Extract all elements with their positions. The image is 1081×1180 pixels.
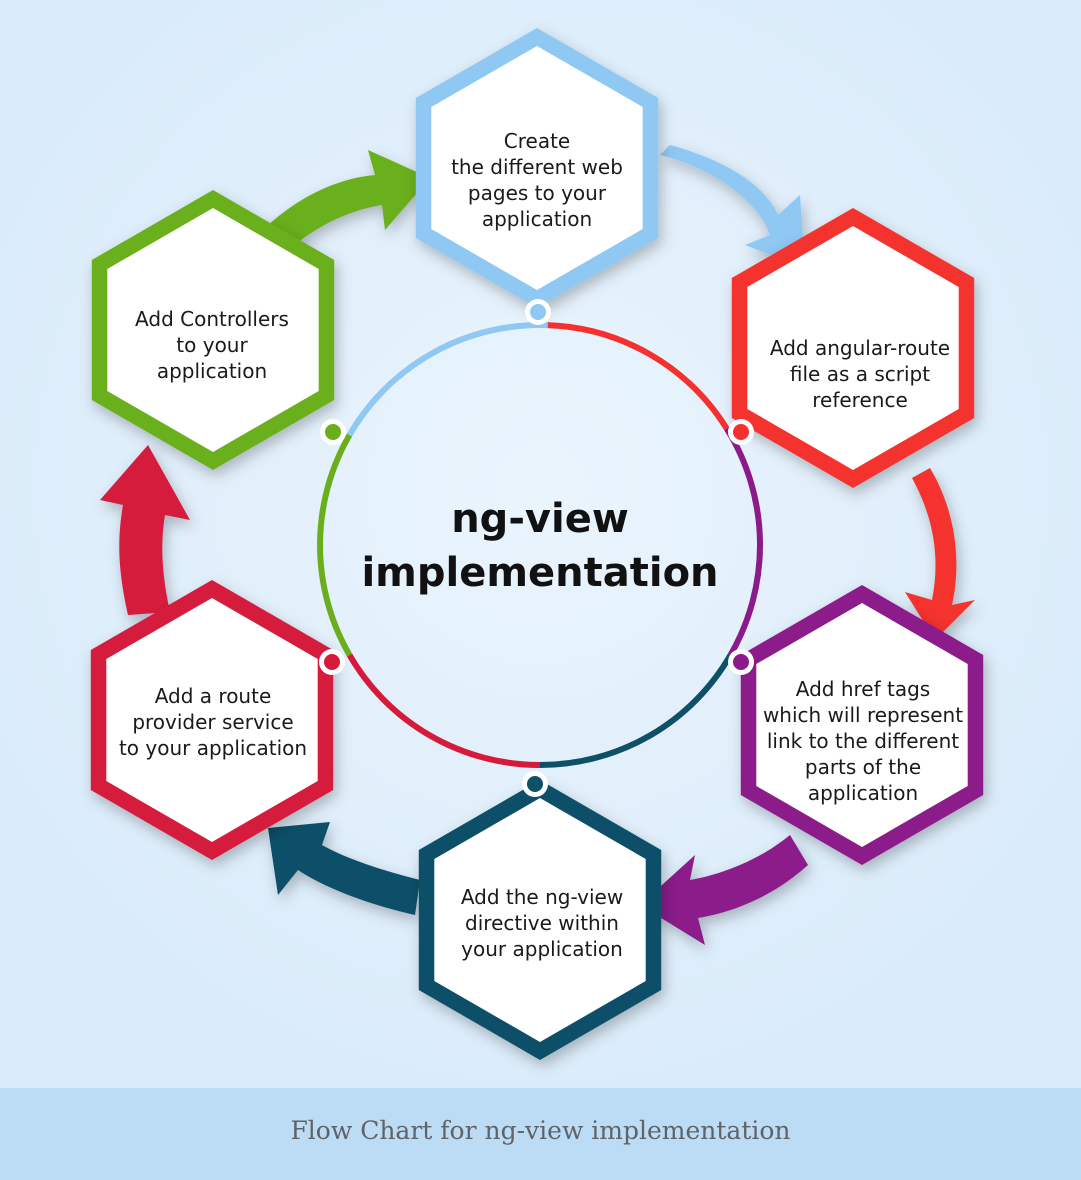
flow-arrow-add-ng-view — [268, 822, 420, 915]
hexagon-layer — [90, 28, 984, 1060]
hexagon-create-pages — [415, 28, 659, 308]
connector-dot-add-angular-route — [733, 424, 749, 440]
step-text-add-angular-route: Add angular-route file as a script refer… — [769, 336, 951, 412]
arrow-layer — [100, 145, 975, 945]
hexagon-add-href-tags — [740, 585, 984, 865]
ring-arc-add-angular-route — [724, 426, 763, 657]
connector-dot-add-href-tags — [733, 654, 749, 670]
hexagon-fill-add-ng-view — [434, 798, 646, 1042]
hexagon-fill-add-href-tags — [756, 603, 968, 847]
flow-arrow-add-href-tags — [640, 835, 808, 945]
step-text-add-ng-view: Add the ng-view directive within your ap… — [460, 885, 624, 961]
hexagon-fill-add-controllers — [107, 208, 319, 452]
ring-arc-add-controllers — [346, 322, 548, 437]
ring-arc-add-route-provider — [317, 433, 353, 657]
hexagon-fill-add-route-provider — [106, 598, 318, 842]
flow-arrow-add-controllers — [265, 150, 430, 250]
hexagon-add-route-provider — [90, 580, 334, 860]
flow-arrow-create-pages — [660, 145, 805, 268]
ring-arc-create-pages — [547, 322, 730, 430]
connector-dot-add-controllers — [325, 424, 341, 440]
center-title: ng-view implementation — [361, 496, 719, 596]
step-text-add-href-tags: Add href tags which will represent link … — [762, 677, 964, 805]
ring-arc-add-href-tags — [539, 653, 734, 768]
ring-layer — [317, 322, 763, 768]
hexagon-add-angular-route — [731, 208, 975, 488]
connector-dot-add-route-provider — [324, 654, 340, 670]
hexagon-add-controllers — [91, 190, 335, 470]
ring-arc-add-ng-view — [346, 653, 541, 768]
connector-dot-add-ng-view — [527, 776, 543, 792]
figure-caption: Flow Chart for ng-view implementation — [290, 1116, 791, 1145]
connector-dot-layer — [319, 299, 754, 797]
hexagon-fill-create-pages — [431, 46, 643, 290]
step-text-create-pages: Create the different web pages to your a… — [451, 129, 623, 231]
flow-arrow-add-route-provider — [100, 445, 190, 615]
step-text-add-controllers: Add Controllers to your application — [135, 307, 289, 383]
hexagon-add-ng-view — [418, 780, 662, 1060]
step-text-add-route-provider: Add a route provider service to your app… — [118, 684, 308, 760]
flow-arrow-add-angular-route — [905, 468, 975, 640]
caption-bar — [0, 1088, 1081, 1180]
hexagon-fill-add-angular-route — [747, 226, 959, 470]
connector-dot-create-pages — [530, 304, 546, 320]
